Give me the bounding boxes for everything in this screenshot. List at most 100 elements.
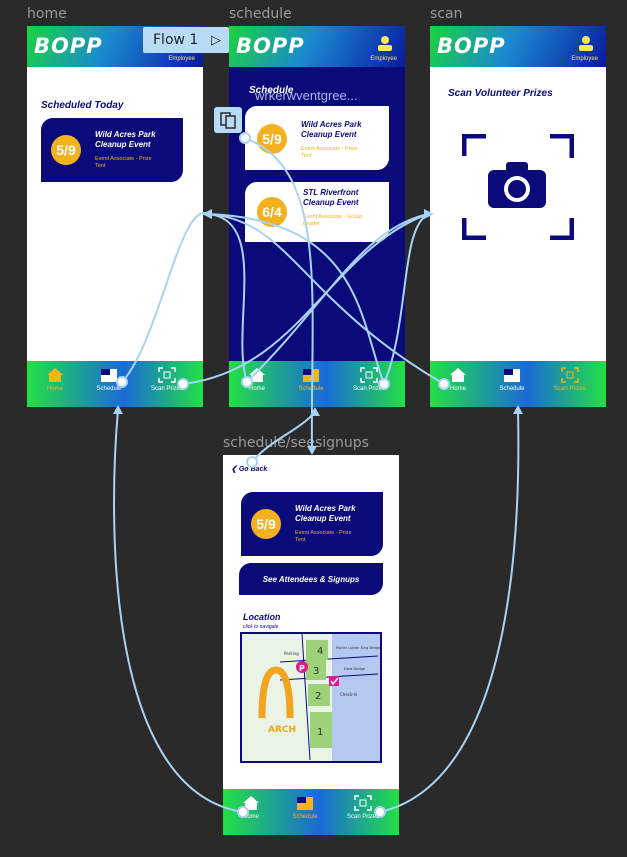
nav-home-label: Home	[242, 814, 259, 820]
nav-scan-label: Scan Prizes	[352, 386, 385, 392]
camera-scan-icon[interactable]	[462, 134, 574, 240]
home-icon	[243, 796, 259, 810]
bottom-nav: Home Schedule Scan Prizes	[223, 789, 399, 835]
nav-schedule[interactable]: Schedule	[286, 367, 336, 392]
home-icon	[450, 368, 466, 382]
nav-scan-label: Scan Prizes	[553, 386, 586, 392]
checkin-icon	[329, 676, 339, 686]
employee-badge-icon	[378, 36, 392, 51]
calendar-icon	[297, 797, 313, 810]
nav-home[interactable]: Home	[433, 367, 483, 392]
page-title: Scan Volunteer Prizes	[448, 88, 553, 99]
nav-schedule-label: Schedule	[292, 814, 318, 820]
bopp-logo[interactable]: BOPP	[437, 34, 506, 58]
map-checkin-label: Check-In	[340, 692, 358, 697]
nav-scan[interactable]: Scan Prizes	[545, 367, 595, 392]
map-street-eads: Eads Bridge	[344, 667, 365, 671]
event-date: 5/9	[257, 124, 287, 154]
event-card[interactable]: 5/9 Wild Acres Park Cleanup Event Event …	[41, 118, 183, 182]
page-title: Scheduled Today	[41, 100, 124, 111]
app-header: BOPP Employee	[229, 26, 405, 67]
bottom-nav: Home Schedule Scan Prizes	[430, 361, 606, 407]
event-role: Event Associate - Prize Tent	[301, 146, 358, 159]
nav-schedule-label: Schedule	[96, 386, 122, 392]
page-title: Schedule	[249, 85, 294, 96]
nav-home-label: Home	[248, 386, 265, 392]
event-role: Event Associate - Prize Tent	[95, 156, 152, 169]
calendar-icon	[504, 369, 520, 382]
play-icon[interactable]: ▷	[211, 32, 221, 48]
frame-label-signups: schedule/seesignups	[223, 435, 369, 451]
employee-badge-icon	[579, 36, 593, 51]
event-card[interactable]: 5/9 Wild Acres Park Cleanup Event Event …	[241, 492, 383, 556]
event-title: Wild Acres Park Cleanup Event	[95, 130, 156, 149]
map-street-mlk: Martin Luther King Bridge	[336, 646, 381, 650]
signups-screen: ❮ Go Back 5/9 Wild Acres Park Cleanup Ev…	[223, 455, 399, 835]
map-parking-label: Parking	[284, 651, 299, 656]
employee-label: Employee	[571, 56, 598, 62]
qr-scan-icon	[158, 367, 176, 383]
nav-schedule[interactable]: Schedule	[487, 367, 537, 392]
parking-glyph: P	[299, 664, 305, 673]
qr-scan-icon	[561, 367, 579, 383]
event-card[interactable]: 5/9 Wild Acres Park Cleanup Event Event …	[245, 106, 389, 170]
nav-schedule[interactable]: Schedule	[84, 367, 134, 392]
frame-label-schedule: schedule	[229, 6, 292, 22]
back-button[interactable]: ❮ Go Back	[231, 465, 267, 473]
map-lot-4: 4	[317, 646, 323, 657]
nav-scan[interactable]: Scan Prizes	[142, 367, 192, 392]
nav-home-label: Home	[449, 386, 466, 392]
nav-schedule[interactable]: Schedule	[280, 795, 330, 820]
nav-scan[interactable]: Scan Prizes	[344, 367, 394, 392]
bottom-nav: Home Schedule Scan Prizes	[229, 361, 405, 407]
nav-scan[interactable]: Scan Prizes	[338, 795, 388, 820]
home-icon	[249, 368, 265, 382]
event-map[interactable]: 4 3 2 1 ARCH P Parking Check-In Martin L…	[240, 632, 382, 763]
nav-home-label: Home	[46, 386, 63, 392]
flow-start-badge[interactable]: Flow 1 ▷	[143, 27, 229, 53]
back-label: Go Back	[238, 466, 268, 473]
location-title: Location	[243, 612, 281, 622]
event-title: Wild Acres Park Cleanup Event	[301, 120, 362, 139]
event-role: Event Associate - Prize Tent	[295, 530, 352, 543]
nav-home[interactable]: Home	[30, 367, 80, 392]
bottom-nav: Home Schedule Scan Prizes	[27, 361, 203, 407]
qr-scan-icon	[354, 795, 372, 811]
scan-screen: BOPP Employee Scan Volunteer Prizes Home…	[430, 26, 606, 407]
frame-label-home: home	[27, 6, 67, 22]
bopp-logo[interactable]: BOPP	[236, 34, 305, 58]
event-title: STL Riverfront Cleanup Event	[303, 188, 359, 207]
nav-scan-label: Scan Prizes	[150, 386, 183, 392]
home-icon	[47, 368, 63, 382]
nav-home[interactable]: Home	[226, 795, 276, 820]
chevron-left-icon: ❮	[231, 466, 237, 473]
home-screen: BOPP Employee Scheduled Today 5/9 Wild A…	[27, 26, 203, 407]
map-arch-label: ARCH	[268, 725, 296, 735]
bopp-logo[interactable]: BOPP	[34, 34, 103, 58]
nav-schedule-label: Schedule	[298, 386, 324, 392]
schedule-screen: BOPP Employee Schedule wrkerwventgree...…	[229, 26, 405, 407]
map-lot-1: 1	[317, 727, 323, 738]
nav-scan-label: Scan Prizes	[346, 814, 379, 820]
frame-label-scan: scan	[430, 6, 463, 22]
event-date: 5/9	[251, 509, 281, 539]
qr-scan-icon	[360, 367, 378, 383]
calendar-icon	[303, 369, 319, 382]
arch-icon	[258, 666, 294, 719]
nav-home[interactable]: Home	[232, 367, 282, 392]
event-role: Event Associate - Group Leader	[303, 214, 363, 227]
employee-label: Employee	[168, 56, 195, 62]
location-hint: click to navigate	[243, 624, 279, 630]
map-lot-3: 3	[313, 666, 319, 677]
event-title: Wild Acres Park Cleanup Event	[295, 504, 356, 523]
app-header: BOPP Employee	[430, 26, 606, 67]
employee-label: Employee	[370, 56, 397, 62]
calendar-icon	[101, 369, 117, 382]
parking-icon	[296, 661, 308, 673]
see-attendees-button[interactable]: See Attendees & Signups	[239, 563, 383, 595]
event-card[interactable]: 6/4 STL Riverfront Cleanup Event Event A…	[245, 182, 389, 242]
flow-label: Flow 1	[153, 32, 199, 48]
map-lot-2: 2	[315, 691, 321, 702]
event-date: 5/9	[51, 135, 81, 165]
